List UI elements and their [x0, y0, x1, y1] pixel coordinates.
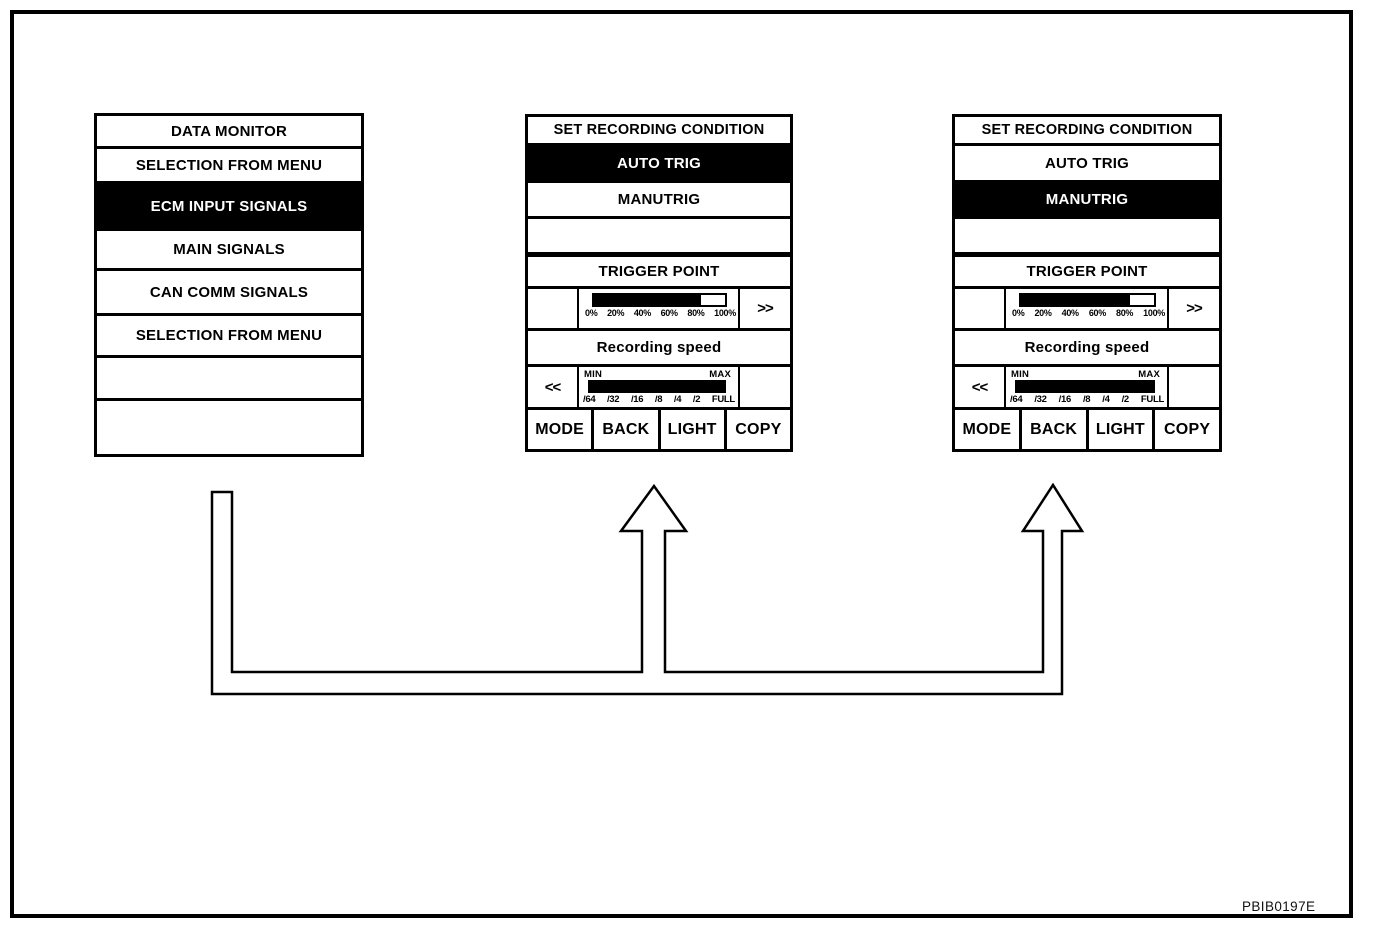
scale-tick: 100% — [714, 308, 736, 318]
panel-title: SET RECORDING CONDITION — [981, 122, 1193, 138]
scale-tick: /4 — [673, 394, 682, 405]
scale-tick: 40% — [1061, 308, 1079, 318]
min-label: MIN — [584, 369, 603, 380]
function-key-row: MODE BACK LIGHT COPY — [528, 407, 790, 449]
function-key-row: MODE BACK LIGHT COPY — [955, 407, 1219, 449]
min-label: MIN — [1011, 369, 1030, 380]
trigger-point-bar-fill — [1021, 295, 1131, 305]
trigger-point-gauge: 0% 20% 40% 60% 80% 100% — [577, 289, 740, 328]
trigger-point-bar-row: 0% 20% 40% 60% 80% 100% >> — [955, 286, 1219, 328]
trigger-point-bar-fill — [594, 295, 702, 305]
copy-button[interactable]: COPY — [1152, 410, 1219, 449]
trigger-point-bar — [1019, 293, 1156, 307]
panel-title: SET RECORDING CONDITION — [553, 122, 765, 138]
trigger-forward-button[interactable]: >> — [757, 300, 774, 317]
min-max-labels: MIN MAX — [584, 369, 731, 380]
speed-back-button[interactable]: << — [971, 378, 989, 396]
recording-speed-bar — [1015, 380, 1155, 393]
recording-speed-scale: /64 /32 /16 /8 /4 /2 FULL — [1010, 394, 1164, 405]
mode-button[interactable]: MODE — [962, 420, 1012, 438]
max-label: MAX — [709, 369, 731, 380]
trigger-point-label: TRIGGER POINT — [955, 252, 1219, 286]
scale-tick: FULL — [1140, 394, 1164, 405]
option-auto-trig-selected[interactable]: AUTO TRIG — [528, 143, 790, 180]
scale-tick: 0% — [1012, 308, 1025, 318]
menu-item-selection-from-menu[interactable]: SELECTION FROM MENU — [97, 146, 361, 181]
trigger-point-bar — [592, 293, 727, 307]
scale-tick: /64 — [1010, 394, 1023, 405]
figure-border — [10, 10, 1353, 918]
min-max-labels: MIN MAX — [1011, 369, 1160, 380]
back-button[interactable]: BACK — [591, 410, 657, 449]
recording-speed-gauge: MIN MAX /64 /32 /16 /8 /4 /2 FULL — [1004, 367, 1169, 407]
scale-tick: /2 — [692, 394, 701, 405]
recording-speed-gauge: MIN MAX /64 /32 /16 /8 /4 /2 FULL — [577, 367, 740, 407]
scale-tick: /32 — [1034, 394, 1047, 405]
option-manutrig[interactable]: MANUTRIG — [528, 180, 790, 216]
light-button[interactable]: LIGHT — [657, 410, 724, 449]
scale-tick: 80% — [687, 308, 705, 318]
scale-tick: 100% — [1143, 308, 1165, 318]
trigger-point-gauge: 0% 20% 40% 60% 80% 100% — [1004, 289, 1169, 328]
trigger-forward-button[interactable]: >> — [1186, 300, 1203, 317]
recording-speed-label: Recording speed — [528, 328, 790, 364]
menu-item-selection-from-menu-2[interactable]: SELECTION FROM MENU — [97, 313, 361, 355]
scale-tick: 80% — [1115, 308, 1134, 318]
trigger-point-bar-row: 0% 20% 40% 60% 80% 100% >> — [528, 286, 790, 328]
empty-row — [97, 398, 361, 454]
scale-tick: 0% — [585, 308, 598, 318]
scale-tick: 40% — [633, 308, 651, 318]
scale-tick: 60% — [660, 308, 678, 318]
scale-tick: 20% — [1034, 308, 1052, 318]
light-button[interactable]: LIGHT — [1085, 410, 1153, 449]
trigger-point-scale: 0% 20% 40% 60% 80% 100% — [585, 308, 736, 318]
empty-row — [97, 355, 361, 398]
recording-speed-bar-row: << MIN MAX /64 /32 /16 /8 /4 /2 FULL — [955, 364, 1219, 407]
empty-cell — [528, 289, 577, 328]
mode-button[interactable]: MODE — [535, 420, 585, 438]
empty-row — [528, 216, 790, 252]
empty-cell — [955, 289, 1004, 328]
recording-speed-bar — [588, 380, 726, 393]
scale-tick: /64 — [583, 394, 596, 405]
max-label: MAX — [1138, 369, 1160, 380]
empty-cell — [1169, 367, 1219, 407]
recording-speed-scale: /64 /32 /16 /8 /4 /2 FULL — [583, 394, 735, 405]
copy-button[interactable]: COPY — [723, 410, 790, 449]
scale-tick: /16 — [1058, 394, 1072, 405]
scale-tick: 20% — [607, 308, 625, 318]
figure-code-label: PBIB0197E — [1242, 899, 1316, 914]
scale-tick: /4 — [1102, 394, 1110, 405]
set-recording-condition-screen-manu: SET RECORDING CONDITION AUTO TRIG MANUTR… — [952, 114, 1222, 452]
scale-tick: /16 — [630, 394, 644, 405]
scale-tick: 60% — [1088, 308, 1106, 318]
recording-speed-bar-fill — [1016, 381, 1154, 392]
data-monitor-screen: DATA MONITOR SELECTION FROM MENU ECM INP… — [94, 113, 364, 457]
menu-item-can-comm-signals[interactable]: CAN COMM SIGNALS — [97, 268, 361, 313]
option-manutrig-selected[interactable]: MANUTRIG — [955, 180, 1219, 216]
scale-tick: FULL — [711, 394, 735, 405]
speed-back-button[interactable]: << — [544, 378, 562, 396]
recording-speed-bar-fill — [589, 381, 725, 392]
trigger-point-label: TRIGGER POINT — [528, 252, 790, 286]
scale-tick: /2 — [1121, 394, 1130, 405]
empty-cell — [740, 367, 790, 407]
menu-item-main-signals[interactable]: MAIN SIGNALS — [97, 228, 361, 268]
scale-tick: /8 — [654, 394, 663, 405]
trigger-point-scale: 0% 20% 40% 60% 80% 100% — [1012, 308, 1165, 318]
recording-speed-bar-row: << MIN MAX /64 /32 /16 /8 /4 /2 FULL — [528, 364, 790, 407]
data-monitor-title: DATA MONITOR — [171, 122, 287, 140]
empty-row — [955, 216, 1219, 252]
back-button[interactable]: BACK — [1018, 410, 1086, 449]
scale-tick: /32 — [606, 394, 620, 405]
set-recording-condition-screen-auto: SET RECORDING CONDITION AUTO TRIG MANUTR… — [525, 114, 793, 452]
scale-tick: /8 — [1082, 394, 1091, 405]
menu-item-ecm-input-signals-selected[interactable]: ECM INPUT SIGNALS — [97, 181, 361, 228]
recording-speed-label: Recording speed — [955, 328, 1219, 364]
option-auto-trig[interactable]: AUTO TRIG — [955, 143, 1219, 180]
